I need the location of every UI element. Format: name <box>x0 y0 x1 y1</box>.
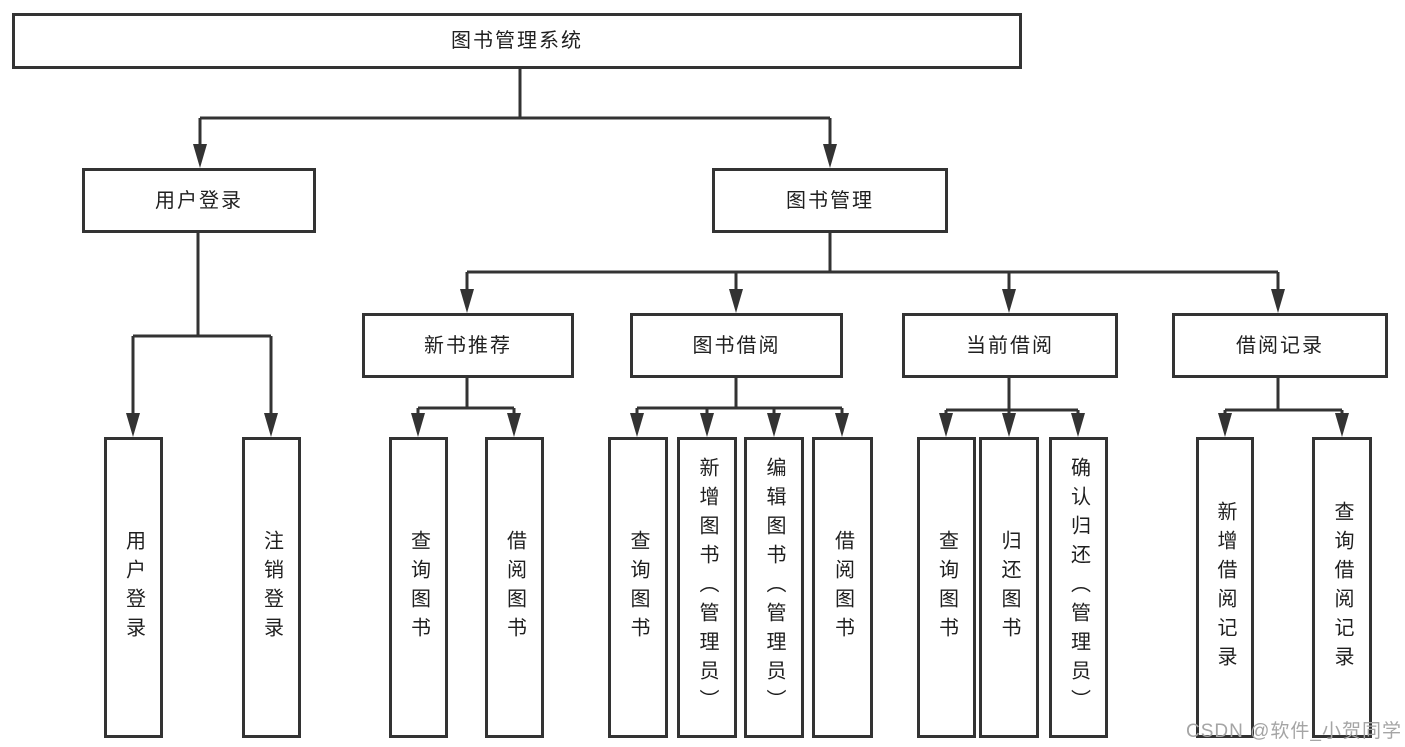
leaf-borrow-books-1: 借阅图书 <box>485 437 544 738</box>
leaf-query-books-2: 查询图书 <box>608 437 668 738</box>
leaf-confirm-return-admin: 确认归还（管理员） <box>1049 437 1108 738</box>
node-label: 借阅记录 <box>1236 334 1324 357</box>
node-label: 新书推荐 <box>424 334 512 357</box>
node-new-book-recommend: 新书推荐 <box>362 313 574 378</box>
leaf-user-login: 用户登录 <box>104 437 163 738</box>
leaf-query-books-1: 查询图书 <box>389 437 448 738</box>
node-label: 用户登录 <box>155 189 243 212</box>
node-library-management-system: 图书管理系统 <box>12 13 1022 69</box>
node-label: 图书管理 <box>786 189 874 212</box>
leaf-label: 归还图书 <box>998 529 1020 646</box>
node-label: 当前借阅 <box>966 334 1054 357</box>
leaf-label: 查询图书 <box>935 529 958 646</box>
leaf-label: 借阅图书 <box>503 529 526 646</box>
node-label: 图书借阅 <box>692 334 781 357</box>
csdn-watermark: CSDN @软件_小贺同学 <box>1186 721 1402 742</box>
leaf-logout: 注销登录 <box>242 437 301 738</box>
leaf-query-borrow-record: 查询借阅记录 <box>1312 437 1372 738</box>
leaf-label: 编辑图书（管理员） <box>763 457 785 718</box>
leaf-edit-books-admin: 编辑图书（管理员） <box>744 437 804 738</box>
leaf-label: 查询图书 <box>407 529 430 646</box>
leaf-query-books-3: 查询图书 <box>917 437 976 738</box>
leaf-label: 用户登录 <box>122 529 145 646</box>
node-current-borrowing: 当前借阅 <box>902 313 1118 378</box>
node-label: 图书管理系统 <box>451 30 583 52</box>
leaf-label: 借阅图书 <box>831 529 854 646</box>
node-user-login: 用户登录 <box>82 168 316 233</box>
node-book-management: 图书管理 <box>712 168 948 233</box>
arrowheads <box>126 144 1349 437</box>
leaf-label: 确认归还（管理员） <box>1067 457 1090 718</box>
leaf-label: 新增借阅记录 <box>1214 500 1236 675</box>
leaf-add-borrow-record: 新增借阅记录 <box>1196 437 1254 738</box>
leaf-add-books-admin: 新增图书（管理员） <box>677 437 737 738</box>
leaf-label: 新增图书（管理员） <box>696 457 718 718</box>
leaf-label: 注销登录 <box>260 529 283 646</box>
leaf-label: 查询借阅记录 <box>1331 500 1353 675</box>
leaf-borrow-books-2: 借阅图书 <box>812 437 873 738</box>
node-book-borrowing: 图书借阅 <box>630 313 843 378</box>
leaf-label: 查询图书 <box>627 529 649 646</box>
leaf-return-books: 归还图书 <box>979 437 1039 738</box>
node-borrowing-records: 借阅记录 <box>1172 313 1388 378</box>
